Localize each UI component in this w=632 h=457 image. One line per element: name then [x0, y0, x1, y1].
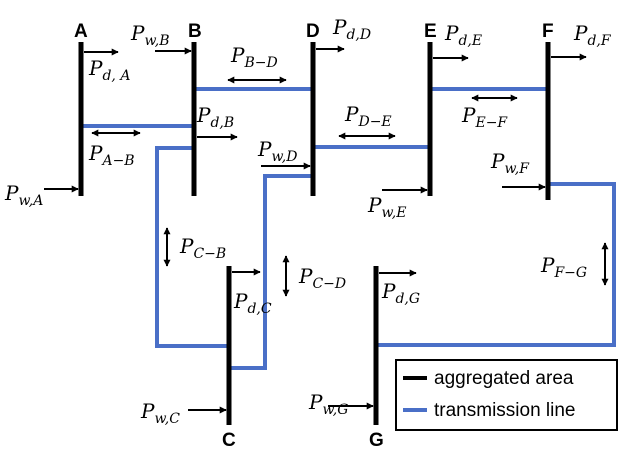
bus-label-a: A — [74, 21, 88, 42]
line-c-b — [155, 146, 229, 348]
line-c-d — [229, 174, 313, 370]
legend-label-aggregated-area: aggregated area — [434, 368, 574, 389]
label-pw-g: Pw,G — [308, 390, 348, 418]
bus-label-e: E — [424, 21, 437, 42]
label-pd-a: Pd, A — [88, 56, 130, 84]
injection-arrows — [44, 45, 587, 414]
transmission-lines — [81, 87, 616, 370]
label-pd-e: Pd,E — [444, 21, 482, 49]
label-pd-c: Pd,C — [233, 289, 272, 317]
legend: aggregated area transmission line — [395, 359, 618, 431]
bus-label-g: G — [369, 430, 384, 451]
label-flow-d-e: PD−E — [344, 102, 392, 130]
label-pd-b: Pd,B — [196, 103, 234, 131]
label-pw-d: Pw,D — [257, 137, 297, 165]
label-flow-e-f: PE−F — [461, 103, 508, 131]
variable-labels: Pd, A Pw,A Pw,B Pd,B Pd,C Pw,C Pd,D Pw,D… — [4, 15, 612, 427]
label-flow-a-b: PA−B — [88, 141, 135, 169]
label-pd-f: Pd,F — [573, 21, 612, 49]
label-pd-d: Pd,D — [332, 15, 371, 43]
aggregated-areas — [78, 42, 551, 425]
bus-labels: A B C D E F G — [74, 21, 554, 451]
legend-box — [395, 359, 618, 431]
label-flow-c-d: PC−D — [298, 264, 346, 292]
label-flow-b-d: PB−D — [230, 43, 278, 71]
bus-label-b: B — [188, 21, 202, 42]
bus-label-f: F — [542, 21, 554, 42]
label-flow-f-g: PF−G — [540, 253, 587, 281]
label-pw-c: Pw,C — [140, 399, 180, 427]
label-pw-a: Pw,A — [4, 181, 43, 209]
flow-arrows — [91, 76, 609, 297]
line-f-g — [376, 182, 616, 347]
bus-label-d: D — [306, 21, 320, 42]
label-pw-f: Pw,F — [490, 149, 530, 177]
label-pd-g: Pd,G — [381, 279, 420, 307]
bus-label-c: C — [222, 430, 236, 451]
label-pw-e: Pw,E — [367, 193, 406, 221]
legend-label-transmission-line: transmission line — [434, 400, 576, 421]
label-pw-b: Pw,B — [130, 21, 170, 49]
label-flow-c-b: PC−B — [179, 234, 226, 262]
